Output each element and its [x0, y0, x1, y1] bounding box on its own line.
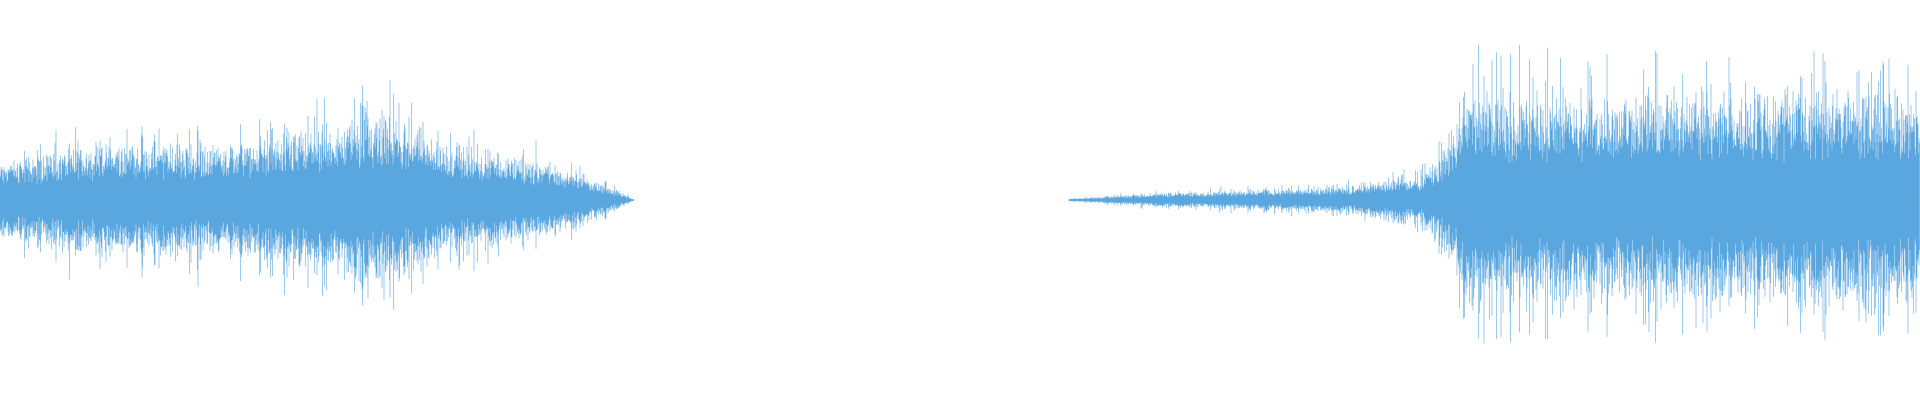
waveform-segment-1 — [0, 80, 634, 310]
waveform-samples — [0, 44, 1920, 344]
waveform-segment-2 — [1068, 44, 1920, 344]
